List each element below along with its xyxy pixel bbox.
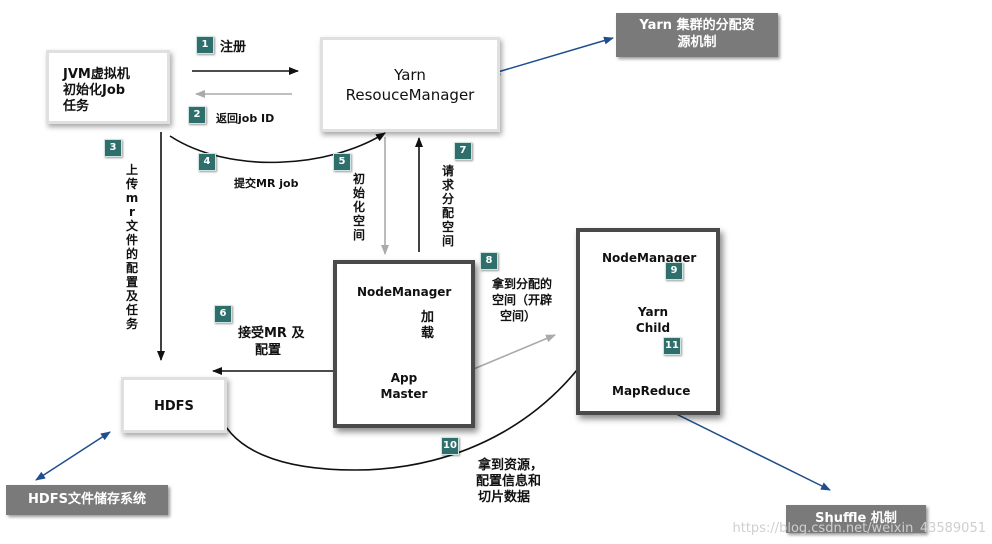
watermark: https://blog.csdn.net/weixin_43589051: [732, 521, 986, 536]
loading-label: 加载: [421, 310, 435, 341]
client-line3: 任务: [63, 99, 90, 114]
step-badge-8: 8: [480, 252, 498, 270]
client-line2: 初始化Job: [63, 83, 126, 98]
step-badge-4: 4: [198, 153, 216, 171]
step-label-6-line1: 接受MR 及: [238, 326, 305, 341]
pointer-hdfs: [35, 431, 111, 481]
rm-line1: Yarn: [394, 66, 426, 84]
rm-line2: ResouceManager: [345, 86, 475, 104]
hdfs-box: HDFS: [121, 377, 227, 433]
nm2-child-line1: Yarn: [637, 305, 669, 319]
step-badge-9: 9: [665, 262, 683, 280]
step-badge-6: 6: [214, 305, 232, 323]
client-line1: JVM虚拟机: [63, 67, 130, 82]
nm2-mapreduce: MapReduce: [612, 384, 691, 398]
arrow-fetch-resources: [216, 315, 613, 471]
step-badge-11: 11: [663, 337, 681, 355]
note-yarn-line1: Yarn 集群的分配资: [639, 18, 755, 33]
step-badge-10: 10: [441, 437, 459, 455]
step-label-5: 初始化空间: [352, 172, 365, 242]
step-label-3: 上传mr文件的配置及任务: [125, 163, 139, 331]
pointer-yarn: [490, 36, 614, 76]
step-label-6-line2: 配置: [255, 343, 282, 358]
step-label-4: 提交MR job: [234, 177, 299, 190]
step-label-10-line3: 切片数据: [478, 490, 531, 505]
nm2-child-line2: Child: [635, 321, 671, 335]
pointer-shuffle: [653, 402, 831, 491]
arrow-submit-job: [169, 132, 386, 164]
step-badge-1: 1: [196, 36, 214, 54]
client-box: JVM虚拟机 初始化Job 任务: [46, 50, 170, 124]
nm1-title: NodeManager: [357, 285, 452, 299]
note-yarn-line2: 源机制: [677, 35, 717, 50]
nm2-title: NodeManager: [602, 251, 697, 265]
nodemanager-box-1: NodeManager 加载 App Master: [333, 260, 475, 428]
step-badge-3: 3: [104, 139, 122, 157]
step-label-8-line1: 拿到分配的: [492, 277, 553, 291]
nodemanager-box-2: NodeManager Yarn Child MapReduce: [576, 228, 720, 415]
resource-manager-box: Yarn ResouceManager: [320, 37, 500, 132]
note-shuffle: Shuffle 机制: [786, 505, 926, 533]
note-hdfs-storage: HDFS文件储存系统: [6, 485, 168, 515]
step-badge-2: 2: [188, 106, 206, 124]
note-yarn-allocation: Yarn 集群的分配资 源机制: [616, 13, 778, 57]
nm1-app-line2: Master: [380, 387, 428, 401]
step-badge-7: 7: [454, 142, 472, 160]
step-label-8-line2: 空间（开辟: [492, 293, 553, 307]
step-label-7: 请求分配空间: [441, 164, 454, 248]
step-badge-5: 5: [333, 153, 351, 171]
step-label-8-line3: 空间）: [500, 309, 537, 323]
hdfs-label: HDFS: [154, 399, 194, 414]
nm1-app-line1: App: [390, 371, 418, 385]
step-label-1: 注册: [220, 40, 247, 55]
step-label-2: 返回job ID: [216, 112, 275, 125]
step-label-10-line1: 拿到资源，: [478, 458, 544, 473]
step-label-10-line2: 配置信息和: [476, 474, 542, 489]
